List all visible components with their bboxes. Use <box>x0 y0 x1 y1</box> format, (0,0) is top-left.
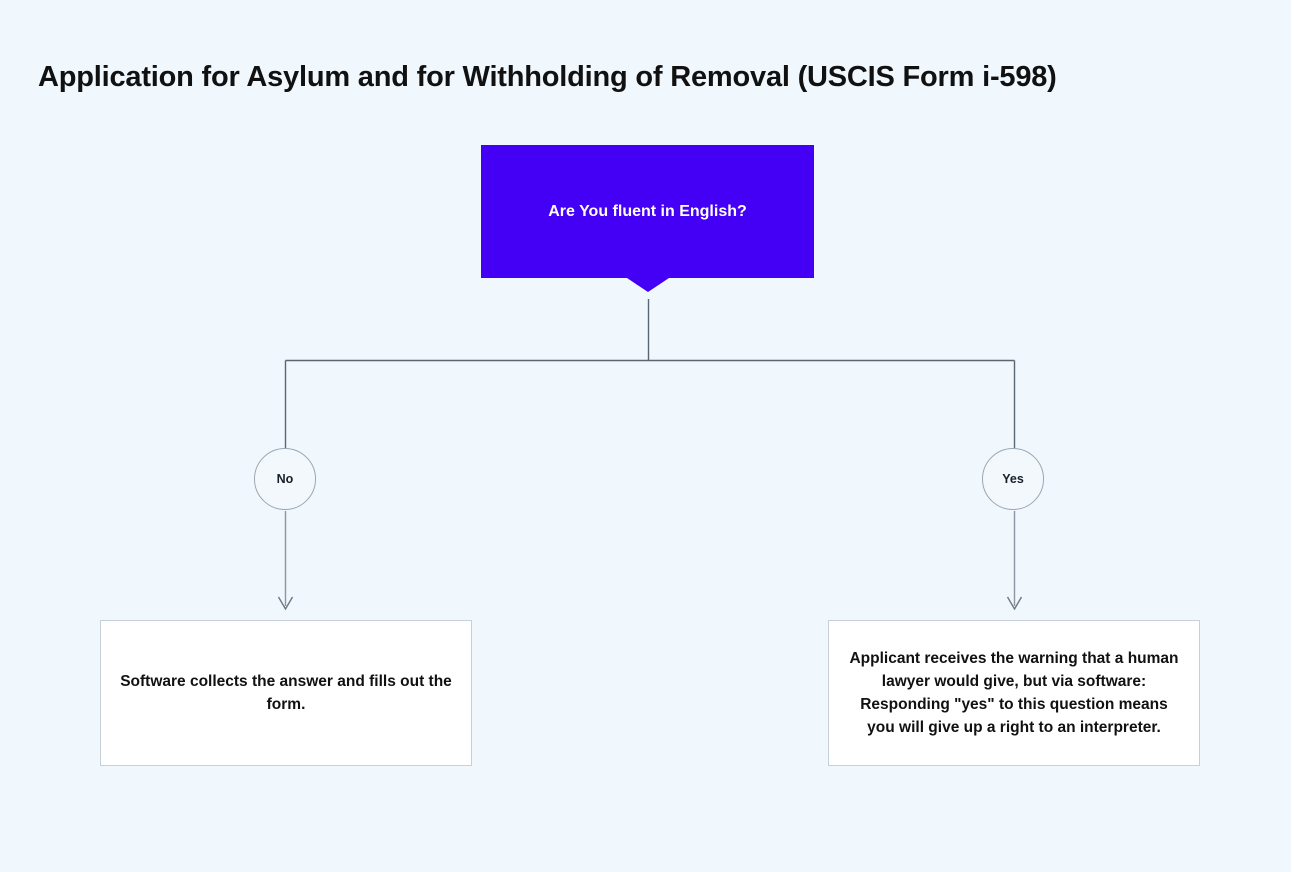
outcome-node-no[interactable]: Software collects the answer and fills o… <box>100 620 472 766</box>
page-title: Application for Asylum and for Withholdi… <box>38 61 1057 94</box>
decision-node-tail-icon <box>627 278 669 292</box>
branch-node-no[interactable]: No <box>254 448 316 510</box>
decision-node-label: Are You fluent in English? <box>548 202 747 220</box>
branch-node-no-label: No <box>276 471 294 486</box>
outcome-node-no-label: Software collects the answer and fills o… <box>120 672 452 713</box>
branch-node-yes[interactable]: Yes <box>982 448 1044 510</box>
arrowhead-left-icon <box>277 596 294 611</box>
right-edge-gutter <box>1291 0 1300 872</box>
decision-node[interactable]: Are You fluent in English? <box>481 145 814 278</box>
arrowhead-right-icon <box>1006 596 1023 611</box>
outcome-node-yes[interactable]: Applicant receives the warning that a hu… <box>828 620 1200 766</box>
branch-node-yes-label: Yes <box>1002 471 1024 486</box>
outcome-node-yes-label: Applicant receives the warning that a hu… <box>849 649 1179 737</box>
